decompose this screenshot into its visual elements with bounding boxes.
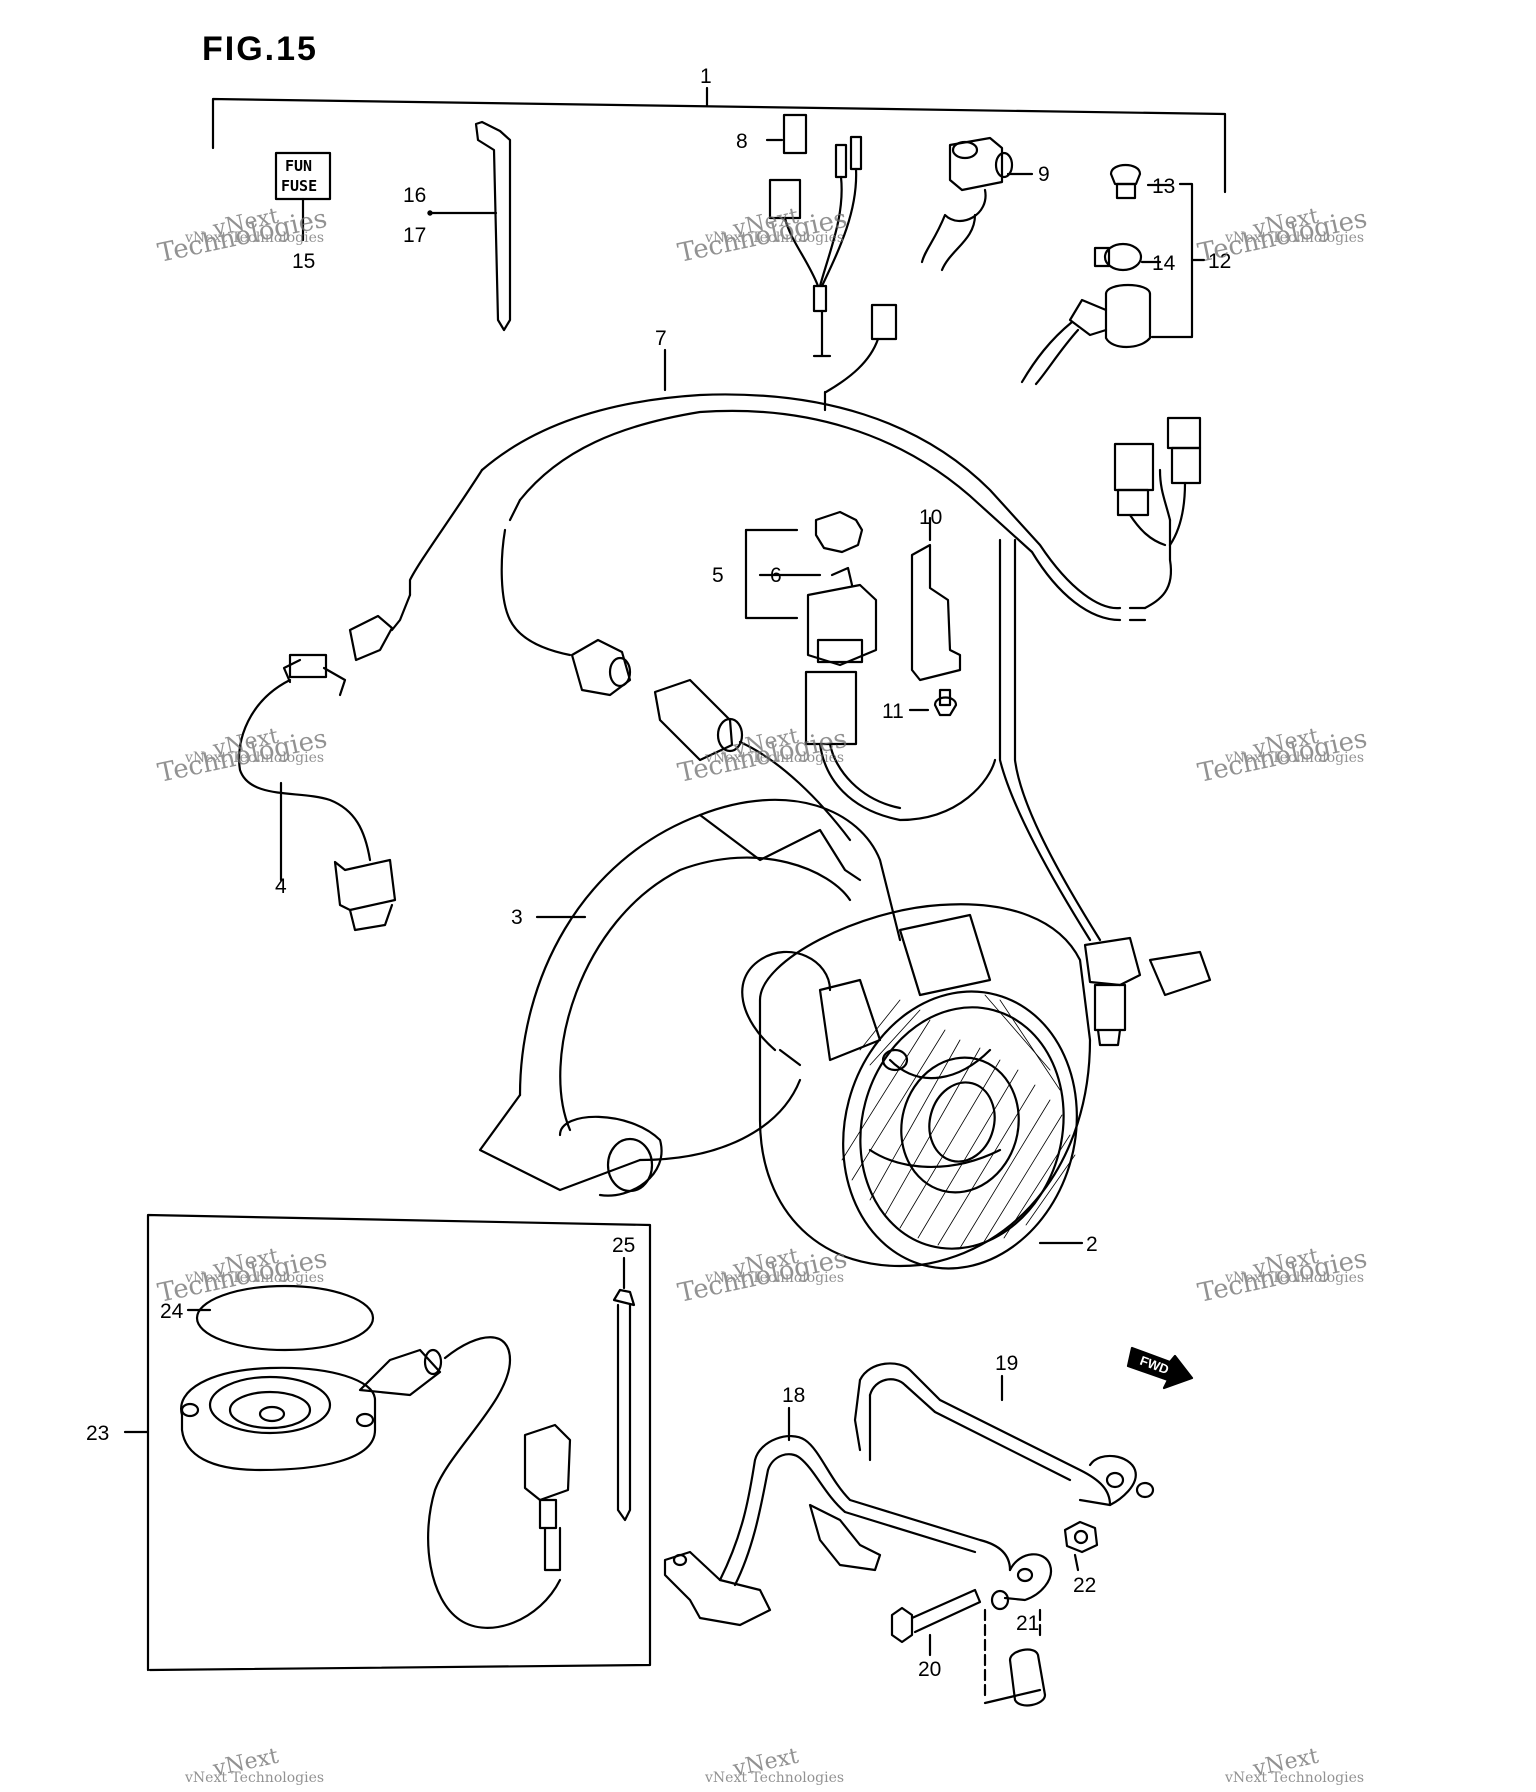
callout-17: 17 [403,224,426,247]
svg-text:vNext Technologies: vNext Technologies [1224,1270,1364,1286]
callout-18: 18 [782,1384,805,1407]
watermark-8: vNext Technologies vNext Technologies [675,1244,850,1309]
fan-lead-connector [572,540,1100,940]
callout-24: 24 [160,1300,184,1323]
callout-2: 2 [1086,1233,1098,1256]
relay-bracket-part [910,518,960,715]
fuse-part [276,153,330,240]
callout-4: 4 [275,875,287,898]
callout-9: 9 [1038,163,1050,186]
watermarks: vNext Technologies vNext Technologies vN… [155,204,1370,1786]
switch-part [922,138,1032,270]
callout-25: 25 [612,1234,635,1257]
callout-21: 21 [1016,1612,1039,1635]
watermark-2: vNext Technologies vNext Technologies [675,204,850,269]
callout-1: 1 [700,65,712,88]
callout-8: 8 [736,130,748,153]
callout-22: 22 [1073,1574,1096,1597]
callout-20: 20 [918,1658,941,1681]
watermark-1: vNext Technologies vNext Technologies [155,204,330,269]
harness-coupler [806,672,995,820]
callout-15: 15 [292,250,315,273]
svg-text:vNext Technologies: vNext Technologies [1224,1770,1364,1786]
watermark-10: vNext vNext Technologies [184,1744,324,1786]
svg-text:vNext Technologies: vNext Technologies [704,1770,844,1786]
callout-13: 13 [1152,175,1175,198]
kit-bracket [213,88,1225,192]
svg-text:vNext Technologies: vNext Technologies [704,230,844,246]
fan-grille [842,995,1075,1248]
callout-12: 12 [1208,250,1231,273]
watermark-5: vNext Technologies vNext Technologies [675,724,850,789]
fan-motor-part [742,904,1107,1295]
svg-text:vNext Technologies: vNext Technologies [704,750,844,766]
callout-7: 7 [655,327,667,350]
watermark-7: vNext Technologies vNext Technologies [155,1244,330,1309]
watermark-11: vNext vNext Technologies [704,1744,844,1786]
relay-part [746,512,876,665]
watermark-12: vNext vNext Technologies [1224,1744,1364,1786]
watermark-3: vNext Technologies vNext Technologies [1195,204,1370,269]
callout-11: 11 [882,700,904,723]
callout-5: 5 [712,564,724,587]
callout-23: 23 [86,1422,109,1445]
svg-text:vNext Technologies: vNext Technologies [1224,230,1364,246]
mount-bracket-part [665,1363,1153,1625]
clamp-band-part [428,122,510,330]
svg-text:vNext Technologies: vNext Technologies [184,230,324,246]
fuse-holder-part [767,115,896,392]
callout-numbers: 1 2 3 4 5 6 7 8 9 10 11 12 13 14 15 16 1… [86,65,1231,1681]
svg-text:vNext Technologies: vNext Technologies [184,1770,324,1786]
harness-connector-right [1115,418,1200,545]
fwd-arrow [1128,1348,1192,1388]
wiring-harness-part [392,350,1171,655]
pilot-lamp-assembly [1022,165,1204,384]
watermark-4: vNext Technologies vNext Technologies [155,724,330,789]
fuse-label-line2: FUSE [281,177,317,195]
callout-16: 16 [403,184,426,207]
svg-text:vNext Technologies: vNext Technologies [184,1270,324,1286]
svg-text:vNext Technologies: vNext Technologies [184,750,324,766]
fan-side-connector [1085,938,1210,1045]
fuse-label-line1: FUN [285,157,312,175]
thermo-switch-kit [125,1215,650,1670]
watermark-6: vNext Technologies vNext Technologies [1195,724,1370,789]
temp-sensor-part [239,616,395,930]
figure-title: FIG.15 [202,30,318,68]
svg-text:vNext Technologies: vNext Technologies [1224,750,1364,766]
callout-14: 14 [1152,252,1176,275]
callout-19: 19 [995,1352,1018,1375]
svg-text:vNext Technologies: vNext Technologies [704,1270,844,1286]
callout-6: 6 [770,564,782,587]
callout-3: 3 [511,906,523,929]
bolt-collar-nut [892,1522,1097,1705]
callout-10: 10 [919,506,942,529]
fan-shroud-part [480,800,900,1196]
watermark-9: vNext Technologies vNext Technologies [1195,1244,1370,1309]
